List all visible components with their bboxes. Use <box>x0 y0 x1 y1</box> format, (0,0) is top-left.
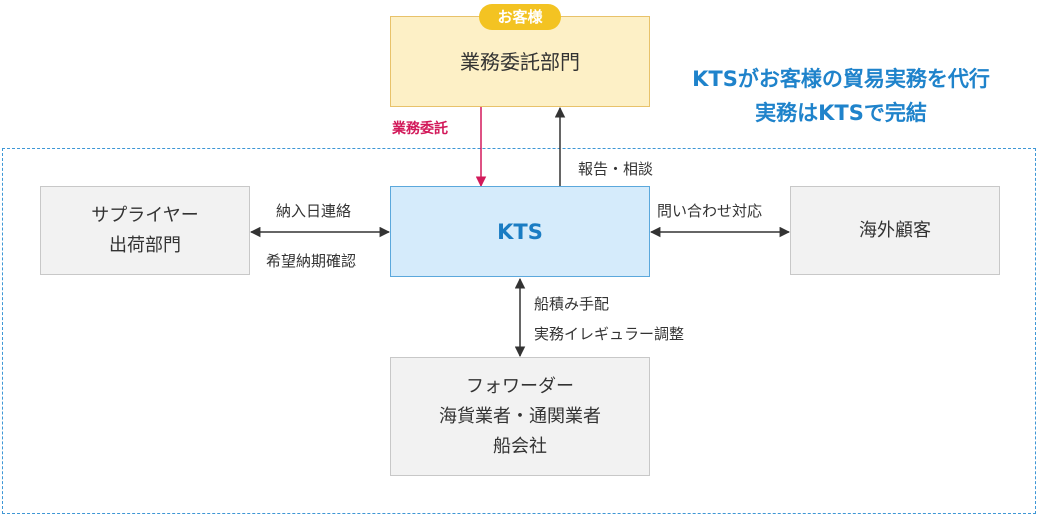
kts-scope-dashed-region <box>2 148 1036 514</box>
customer-inquiry-label: 問い合わせ対応 <box>657 202 763 220</box>
forwarder-line-2: 海貨業者・通関業者 <box>439 405 601 427</box>
supplier-line-1: サプライヤー <box>91 204 199 226</box>
client-department-box: 業務委託部門 <box>390 16 650 107</box>
forwarder-box: フォワーダー 海貨業者・通関業者 船会社 <box>390 357 650 476</box>
supplier-box: サプライヤー 出荷部門 <box>40 186 250 275</box>
forwarder-line-3: 船会社 <box>493 435 547 457</box>
overseas-customer-title: 海外顧客 <box>859 219 931 241</box>
headline-line-1: KTSがお客様の貿易実務を代行 <box>692 67 990 91</box>
kts-title: KTS <box>497 219 543 244</box>
kts-box: KTS <box>390 186 650 277</box>
forwarder-label-1: 船積み手配 <box>534 295 610 313</box>
client-badge: お客様 <box>479 4 561 30</box>
forwarder-label-2: 実務イレギュラー調整 <box>534 325 685 343</box>
forwarder-line-1: フォワーダー <box>466 375 574 397</box>
headline-line-2: 実務はKTSで完結 <box>755 101 927 125</box>
supplier-bottom-label: 希望納期確認 <box>266 252 357 270</box>
outsourcing-label: 業務委託 <box>392 121 448 137</box>
overseas-customer-box: 海外顧客 <box>790 186 1000 275</box>
report-label: 報告・相談 <box>578 160 654 178</box>
supplier-top-label: 納入日連絡 <box>276 202 352 220</box>
headline: KTSがお客様の貿易実務を代行 実務はKTSで完結 <box>656 62 1026 130</box>
supplier-line-2: 出荷部門 <box>109 234 181 256</box>
client-department-title: 業務委託部門 <box>460 49 580 74</box>
